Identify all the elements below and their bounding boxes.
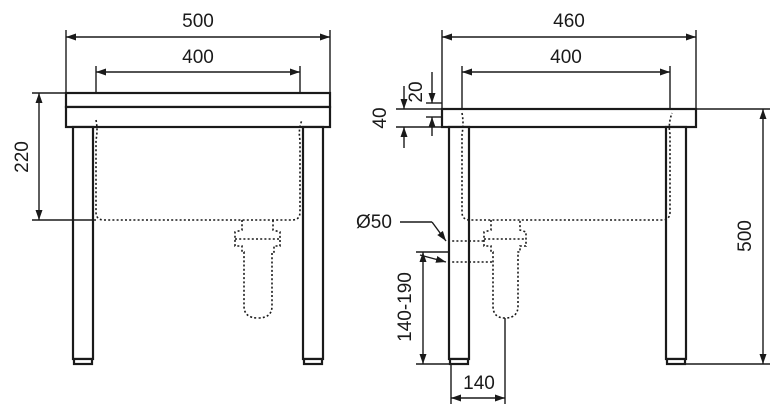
front-left-foot (72, 357, 94, 366)
front-left-leg (71, 125, 95, 361)
front-drain-pipe (234, 220, 281, 319)
side-overall-width-label: 460 (553, 11, 585, 32)
front-view: 500 400 220 (12, 11, 332, 366)
side-basin-outline (461, 112, 673, 221)
side-drain-height-label: 140-190 (395, 272, 416, 342)
front-apron (64, 105, 332, 129)
side-right-foot (665, 357, 687, 366)
side-drain-offset-label: 140 (463, 373, 495, 394)
front-right-leg (301, 125, 325, 361)
front-basin-width-label: 400 (182, 47, 214, 68)
side-right-leg (664, 125, 688, 361)
side-basin-width-label: 400 (550, 47, 582, 68)
front-basin-depth-label: 220 (12, 141, 33, 173)
front-right-foot (302, 357, 324, 366)
side-view: 460 400 20 40 Ø50 500 140-190 (356, 11, 770, 404)
side-rim-thickness-label: 20 (406, 81, 427, 102)
side-left-leg (447, 125, 471, 361)
front-overall-width-label: 500 (182, 11, 214, 32)
side-drain-diameter-label: Ø50 (356, 212, 392, 233)
side-drain-pipe (483, 220, 527, 319)
side-left-foot (448, 357, 470, 366)
side-top-height-label: 40 (370, 107, 391, 128)
side-top-slab (440, 107, 698, 129)
front-top-slab (64, 91, 332, 109)
side-total-height-label: 500 (735, 220, 756, 252)
front-basin-outline (95, 119, 303, 221)
